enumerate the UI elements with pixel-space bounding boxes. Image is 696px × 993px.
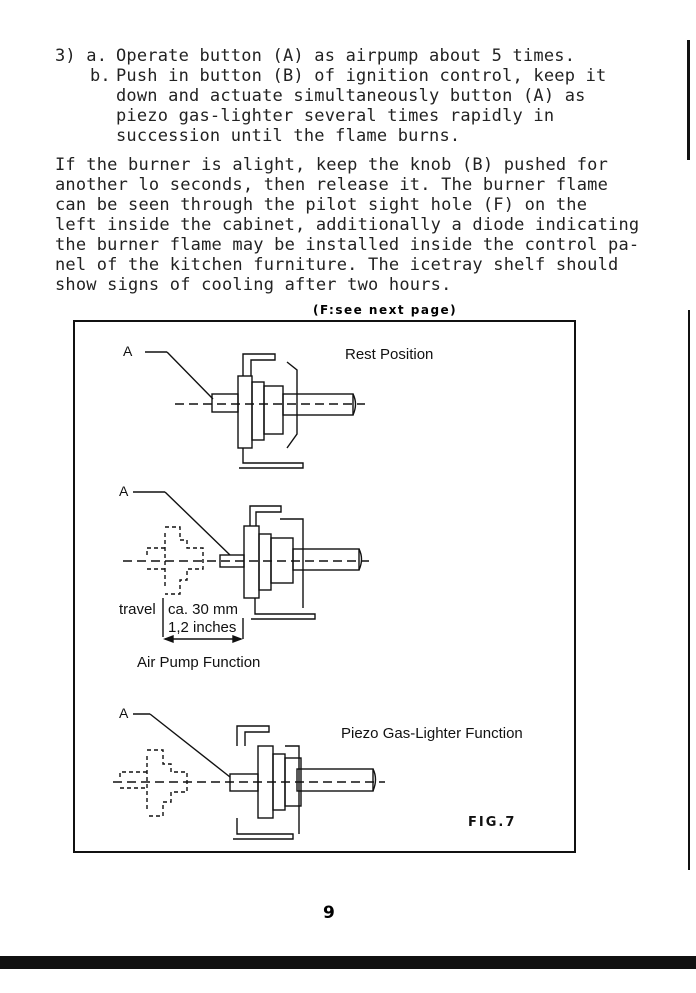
paragraph-line-6: nel of the kitchen furniture. The icetra… — [55, 255, 619, 275]
air-pump-title: Air Pump Function — [137, 654, 260, 671]
see-next-page-note: (F:see next page) — [313, 303, 458, 317]
travel-mm-label: ca. 30 mm — [168, 601, 238, 618]
paragraph-line-7: show signs of cooling after two hours. — [55, 275, 452, 295]
page-number: 9 — [323, 903, 336, 923]
paragraph-line-4: left inside the cabinet, additionally a … — [55, 215, 640, 235]
step-3b-line-4: succession until the flame burns. — [116, 126, 461, 146]
step-3b-number: b. — [90, 66, 111, 86]
piezo-label-a: A — [119, 705, 129, 721]
paragraph-line-3: can be seen through the pilot sight hole… — [55, 195, 588, 215]
rest-label-a: A — [123, 343, 133, 359]
fig-text: A Rest Position A travel ca. 30 mm 1,2 i… — [119, 343, 523, 830]
step-3a-text: Operate button (A) as airpump about 5 ti… — [116, 46, 576, 66]
air-label-a: A — [119, 483, 129, 499]
paragraph-line-2: another lo seconds, then release it. The… — [55, 175, 609, 195]
piezo-drawing — [113, 713, 385, 840]
rest-position-drawing — [145, 351, 365, 469]
step-3b-line-1: Push in button (B) of ignition control, … — [116, 66, 607, 86]
step-3a-number: 3) a. — [55, 46, 108, 66]
piezo-title: Piezo Gas-Lighter Function — [341, 725, 523, 742]
fig7-diagram: A Rest Position A travel ca. 30 mm 1,2 i… — [113, 343, 523, 840]
paragraph-line-5: the burner flame may be installed inside… — [55, 235, 640, 255]
figure-frame: A Rest Position A travel ca. 30 mm 1,2 i… — [73, 320, 576, 853]
scan-edge-top — [687, 40, 690, 160]
step-3b-line-2: down and actuate simultaneously button (… — [116, 86, 586, 106]
scan-edge-bottom — [688, 310, 690, 870]
air-pump-drawing — [123, 491, 369, 644]
step-3b-line-3: piezo gas-lighter several times rapidly … — [116, 106, 555, 126]
fig7-label: FIG.7 — [468, 815, 516, 830]
travel-label: travel — [119, 601, 156, 618]
travel-inch-label: 1,2 inches — [168, 619, 236, 636]
bottom-rule — [0, 956, 696, 969]
rest-position-title: Rest Position — [345, 346, 433, 363]
paragraph-line-1: If the burner is alight, keep the knob (… — [55, 155, 609, 175]
